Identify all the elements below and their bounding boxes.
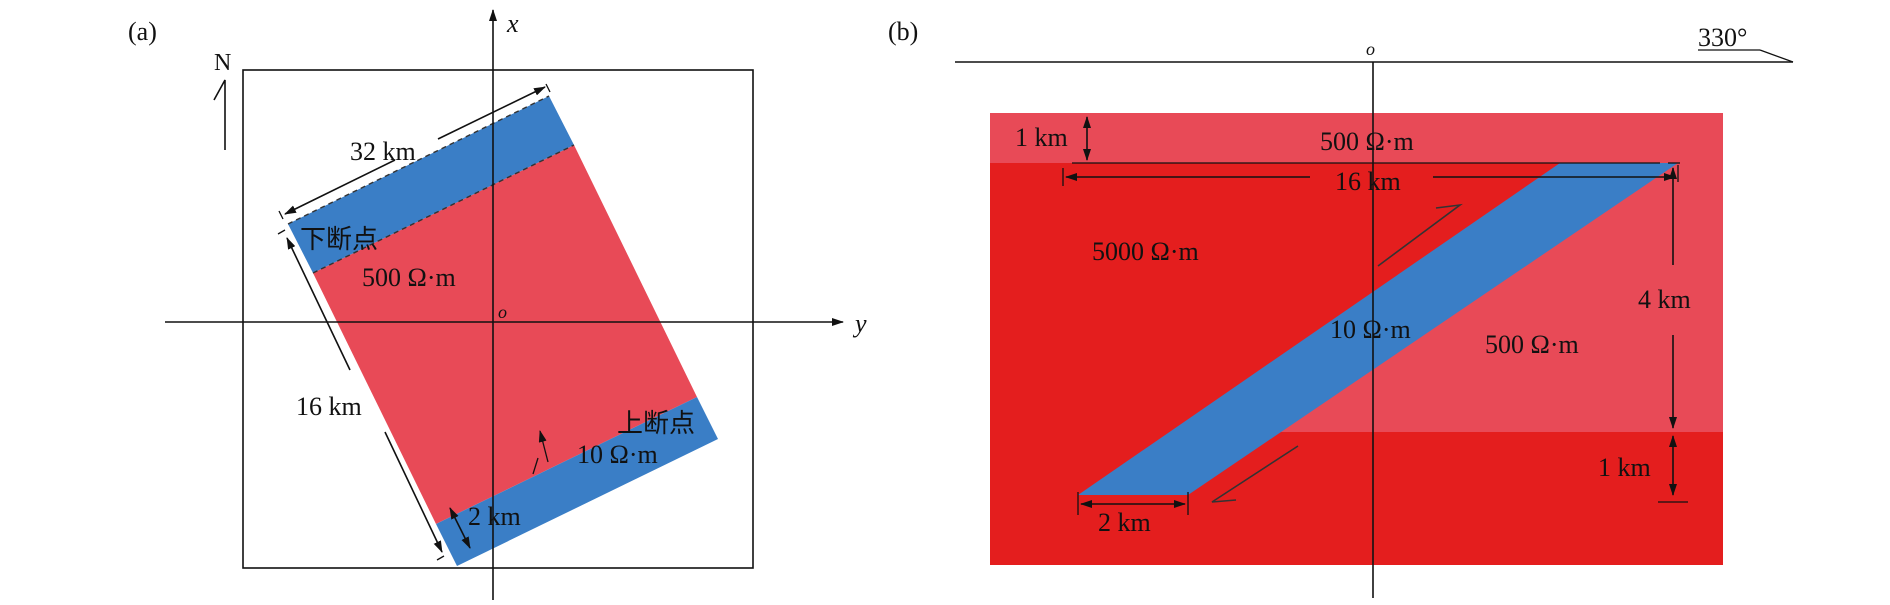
resistive-block <box>313 145 697 524</box>
y-axis-label: y <box>852 309 867 338</box>
panel-b: (b) 330° o 1 km 500 Ω·m 16 km 5000 Ω·m 1… <box>888 17 1794 598</box>
dim-16-tick-b <box>436 555 445 561</box>
width-label: 32 km <box>350 137 416 166</box>
horizontal-length-label: 16 km <box>1335 167 1401 196</box>
top-resistivity-label: 500 Ω·m <box>1320 127 1414 156</box>
fault-resistivity-label: 10 Ω·m <box>577 440 658 469</box>
dim-32-arrow-left <box>284 159 396 215</box>
block-resistivity-label: 500 Ω·m <box>362 263 456 292</box>
lower-strip-dashed-edge <box>287 95 550 225</box>
dim-16-tick-a <box>277 229 286 235</box>
left-resistivity-label: 5000 Ω·m <box>1092 237 1199 266</box>
right-resistivity-label: 500 Ω·m <box>1485 330 1579 359</box>
panel-a-label: (a) <box>128 17 157 46</box>
thickness-label: 2 km <box>468 502 521 531</box>
strike-symbol-icon <box>1759 49 1794 63</box>
dim-32-tick-b <box>545 83 551 93</box>
map-frame <box>242 69 754 569</box>
bottom-thickness-label: 1 km <box>1598 453 1651 482</box>
fault-width-label: 2 km <box>1098 508 1151 537</box>
dim-16-arrow-down <box>384 431 443 553</box>
upper-break-label: 上断点 <box>617 409 695 438</box>
slip-arrow-tick <box>532 457 539 475</box>
slip-arrow-up-icon <box>1377 203 1463 267</box>
dim-32-tick-a <box>278 210 284 220</box>
panel-b-label: (b) <box>888 17 918 46</box>
slip-arrow-down-icon <box>1211 445 1299 503</box>
panel-a: (a) x y o N 32 km 16 km 2 <box>128 9 867 600</box>
top-layer <box>990 113 1723 163</box>
lower-strip-dashed-inner <box>312 144 575 274</box>
section-origin-label: o <box>1366 39 1375 59</box>
fault-zone <box>1078 163 1678 495</box>
thickness-arrow <box>449 507 471 549</box>
origin-label: o <box>498 302 507 322</box>
lower-break-strip <box>288 96 574 273</box>
upper-break-strip <box>436 397 718 566</box>
length-label: 16 km <box>296 392 362 421</box>
slip-arrow-icon <box>538 430 549 463</box>
depth-label: 4 km <box>1638 285 1691 314</box>
fault-resistivity-label-b: 10 Ω·m <box>1330 315 1411 344</box>
north-arrow-icon <box>213 79 226 150</box>
dim-32-arrow-right <box>437 86 546 140</box>
dim-16-arrow-up <box>286 237 351 371</box>
right-block <box>1276 163 1723 432</box>
top-thickness-label: 1 km <box>1015 123 1068 152</box>
x-axis-label: x <box>506 9 519 38</box>
strike-label: 330° <box>1698 23 1747 52</box>
north-label: N <box>214 50 231 76</box>
lower-break-label: 下断点 <box>300 225 378 254</box>
